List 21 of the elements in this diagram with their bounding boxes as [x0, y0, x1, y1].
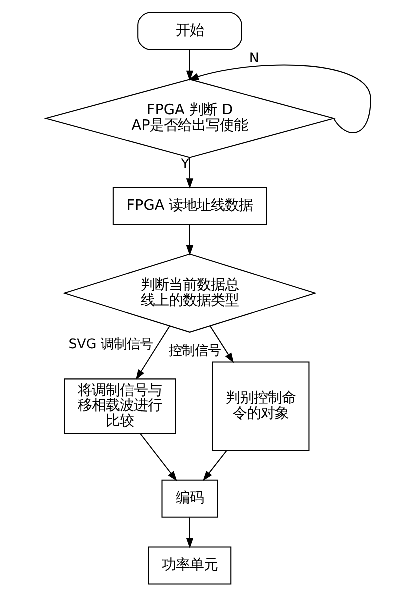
edge-label: Y — [181, 158, 190, 173]
node-box: 编码 — [162, 480, 218, 518]
edge-label: SVG 调制信号 — [68, 338, 153, 353]
arrow — [210, 326, 234, 364]
arrow — [188, 64, 372, 134]
edge-label: N — [249, 52, 260, 66]
arrow — [140, 434, 178, 482]
node-box: FPGA 读地址线数据 — [112, 186, 268, 226]
edge-label: 控制信号 — [169, 344, 222, 360]
arrow — [186, 518, 194, 549]
arrow — [186, 50, 194, 82]
node-diamond: FPGA 判断 DAP是否给出写使能 — [44, 79, 336, 158]
arrow — [203, 450, 228, 482]
node-diamond: 判断当前数据总线上的数据类型 — [62, 254, 318, 333]
arrow — [186, 158, 194, 189]
node-box: 功率单元 — [148, 546, 232, 585]
arrow — [136, 326, 170, 380]
node-box: 开始 — [138, 12, 242, 50]
arrow — [186, 224, 194, 256]
node-box: 判别控制命令的对象 — [212, 362, 310, 452]
node-box: 将调制信号与移相载波进行比较 — [64, 378, 176, 434]
